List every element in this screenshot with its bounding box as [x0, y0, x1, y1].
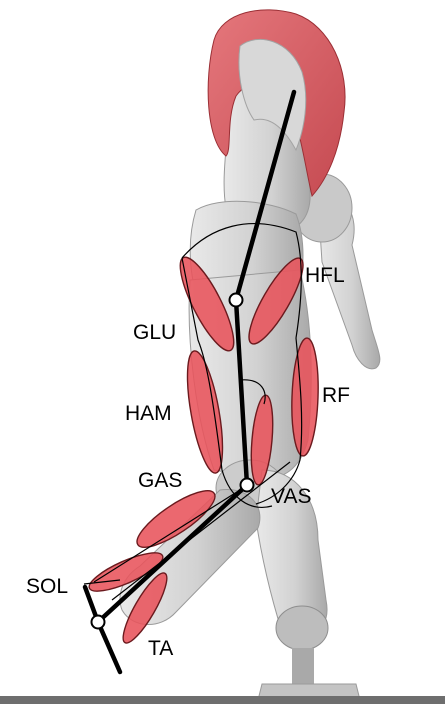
knee-joint [241, 479, 254, 492]
label-hfl: HFL [305, 264, 345, 287]
label-ham: HAM [125, 402, 172, 425]
robot-ankle-joint [276, 606, 328, 650]
ankle-joint [92, 616, 105, 629]
label-glu: GLU [133, 321, 176, 344]
label-ta: TA [148, 637, 173, 660]
label-sol: SOL [26, 575, 68, 598]
label-gas: GAS [138, 469, 182, 492]
ground-line [0, 696, 445, 704]
robot-foot-pillar [292, 648, 314, 684]
foot-segment-toe [98, 622, 120, 672]
hip-joint [230, 294, 243, 307]
label-rf: RF [322, 384, 350, 407]
label-vas: VAS [271, 485, 311, 508]
